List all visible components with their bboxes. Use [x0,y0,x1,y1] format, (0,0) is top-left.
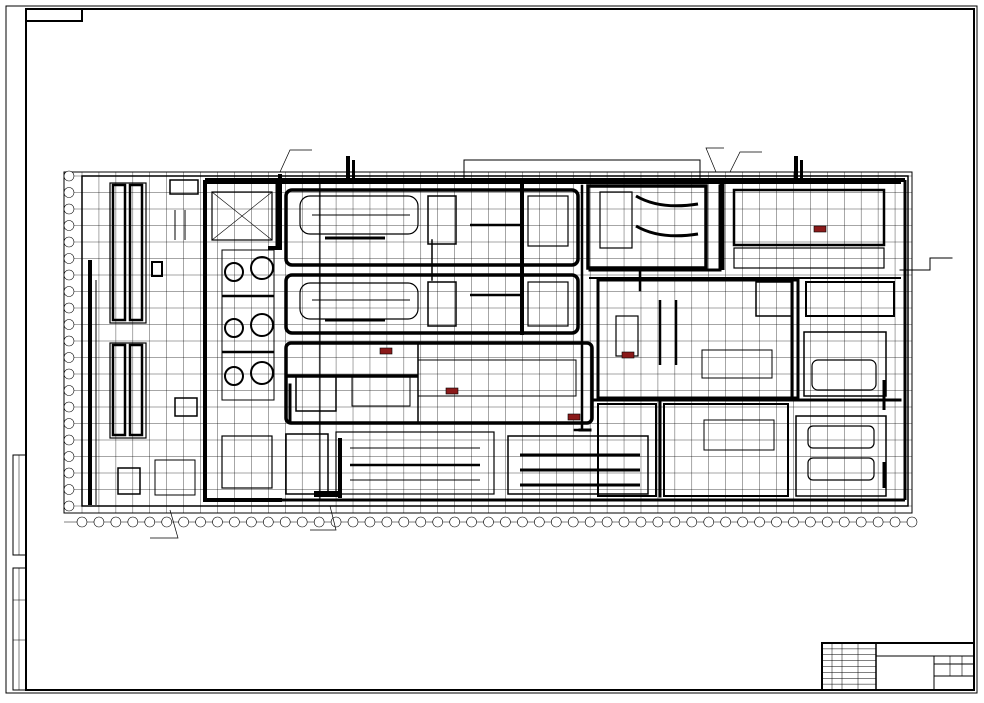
row-axis-bubble [63,484,75,495]
column-axis-bubble [686,516,698,528]
title-block [821,642,975,691]
column-axis-bubble [652,516,664,528]
column-axis-bubble [838,516,850,528]
column-axis-bubble [669,516,681,528]
row-axis-markers [63,170,75,512]
column-axis-bubble [296,516,308,528]
row-axis-bubble [63,203,75,215]
column-axis-bubble [398,516,410,528]
column-axis-bubble [415,516,427,528]
row-axis-bubble [63,319,75,330]
inner-frame [25,8,975,691]
column-axis-bubble [771,516,782,528]
column-axis-bubble [246,516,257,528]
column-axis-bubble [381,516,393,528]
column-axis-bubble [805,516,816,528]
highlighted-equipment [379,225,827,421]
column-axis-bubble [855,516,867,528]
middle-hall [284,341,594,425]
column-axis-bubble [313,516,325,528]
row-axis-bubble [63,286,75,297]
column-axis-bubble [720,516,731,528]
column-axis-bubble [93,516,105,528]
column-axis-bubble [889,516,901,528]
row-axis-bubble [63,236,75,248]
column-axis-bubble [618,516,630,528]
row-axis-bubble [63,253,75,264]
row-axis-bubble [63,170,75,182]
column-axis-bubble [127,516,139,528]
row-axis-bubble [63,187,75,198]
outer-frame [5,5,978,694]
column-axis-bubble [279,516,291,528]
row-axis-bubble [63,335,75,347]
column-axis-bubble [144,516,156,528]
row-axis-bubble [63,368,75,380]
column-axis-bubble [449,516,460,528]
column-axis-bubble [635,516,647,528]
column-axis-bubble [229,516,240,528]
left-margin-stamps [12,454,27,691]
row-axis-bubble [63,434,75,446]
column-axis-markers [76,516,918,528]
row-axis-bubble [63,302,75,314]
column-axis-bubble [212,516,223,528]
row-axis-bubble [63,451,75,462]
row-axis-bubble [63,418,75,429]
column-axis-bubble [872,516,884,528]
right-block [586,178,895,497]
row-axis-bubble [63,269,75,281]
row-axis-bubble [63,467,75,479]
column-axis-bubble [822,516,833,528]
column-axis-bubble [788,516,799,528]
left-rack-area [88,179,199,505]
column-axis-bubble [263,516,274,528]
row-axis-bubble [63,220,75,231]
column-axis-bubble [195,516,206,528]
column-axis-bubble [517,516,528,528]
column-axis-bubble [601,516,613,528]
column-axis-bubble [906,516,918,528]
column-axis-bubble [432,516,444,528]
pump-room [211,182,281,489]
leader-tags [150,147,762,539]
column-axis-bubble [737,516,748,528]
pipelines [204,159,953,501]
column-axis-bubble [76,516,88,528]
lower-equipment-rooms [285,431,649,497]
column-axis-bubble [703,516,715,528]
building-walls [81,175,909,507]
column-axis-bubble [347,516,359,528]
column-axis-bubble [483,516,494,528]
column-axis-bubble [754,516,765,528]
column-axis-bubble [110,516,122,528]
column-axis-bubble [364,516,376,528]
column-axis-bubble [500,516,511,528]
row-axis-bubble [63,352,75,363]
column-axis-bubble [466,516,477,528]
row-axis-bubble [63,401,75,413]
column-axis-bubble [584,516,596,528]
column-axis-bubble [534,516,545,528]
riser-stacks [346,156,803,178]
top-left-stamp [25,8,83,22]
column-axis-bubble [330,516,342,528]
column-axis-bubble [178,516,189,528]
row-axis-bubble [63,385,75,396]
column-axis-bubble [550,516,562,528]
column-axis-bubble [161,516,172,528]
column-axis-bubble [567,516,579,528]
row-axis-bubble [63,500,75,512]
